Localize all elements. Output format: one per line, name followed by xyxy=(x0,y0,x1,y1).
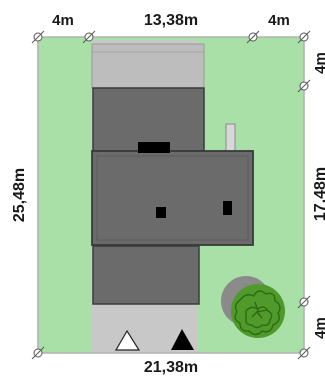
dim-left-plot-depth: 25,48m xyxy=(11,168,28,222)
dim-top-right-setback: 4m xyxy=(268,12,290,29)
side-terrace xyxy=(225,123,236,155)
roof-rear-wing xyxy=(92,87,205,152)
driveway-canopy xyxy=(91,43,205,89)
dim-right-top-setback: 4m xyxy=(312,52,325,74)
tree-icon xyxy=(221,276,285,338)
roof-main-inner xyxy=(96,155,249,241)
chimney xyxy=(138,142,170,153)
triangle-outline-icon xyxy=(114,329,141,351)
dim-top-house-width: 13,38m xyxy=(144,12,198,29)
dim-right-bottom-setback: 4m xyxy=(312,317,325,339)
dim-top-left-setback: 4m xyxy=(52,12,74,29)
roof-front-wing xyxy=(92,245,200,305)
roof-main xyxy=(91,150,254,246)
roof-vent xyxy=(156,207,166,218)
dim-right-house-depth: 17,48m xyxy=(312,167,325,221)
triangle-filled-icon xyxy=(171,329,194,350)
dim-bottom-plot-width: 21,38m xyxy=(144,359,198,376)
roof-vent xyxy=(223,201,232,215)
